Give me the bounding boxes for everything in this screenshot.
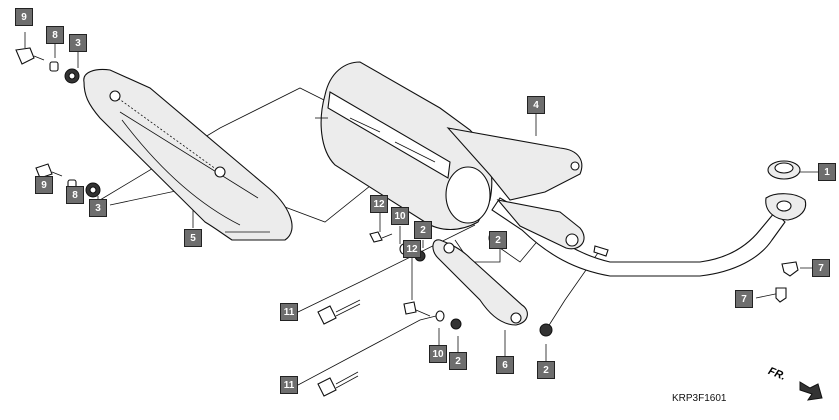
callout-3-top[interactable]: 3 [69,34,87,52]
callout-8-mid[interactable]: 8 [66,186,84,204]
callout-9-mid[interactable]: 9 [35,176,53,194]
front-direction-arrow [799,381,823,401]
callout-5[interactable]: 5 [184,229,202,247]
callout-7-lower[interactable]: 7 [735,290,753,308]
callout-9-top[interactable]: 9 [15,8,33,26]
callout-3-mid[interactable]: 3 [89,199,107,217]
callout-10-upper[interactable]: 10 [391,207,409,225]
callout-2-bottom[interactable]: 2 [537,361,555,379]
heat-shield [83,68,293,241]
callout-7-upper[interactable]: 7 [812,259,830,277]
callout-12-lower[interactable]: 12 [403,240,421,258]
callout-12-upper[interactable]: 12 [370,195,388,213]
callout-4[interactable]: 4 [527,96,545,114]
callout-2-lower[interactable]: 2 [449,352,467,370]
callout-6[interactable]: 6 [496,356,514,374]
diagram-code: KRP3F1601 [672,393,727,404]
callout-8-top[interactable]: 8 [46,26,64,44]
callout-2-right[interactable]: 2 [489,231,507,249]
gasket [767,160,801,180]
muffler-bracket [432,239,528,326]
muffler [315,61,583,231]
callout-1[interactable]: 1 [818,163,836,181]
callout-2-upper[interactable]: 2 [414,221,432,239]
callout-11-upper[interactable]: 11 [280,303,298,321]
exhaust-pipe [491,193,807,277]
callout-10-lower[interactable]: 10 [429,345,447,363]
callout-11-lower[interactable]: 11 [280,376,298,394]
